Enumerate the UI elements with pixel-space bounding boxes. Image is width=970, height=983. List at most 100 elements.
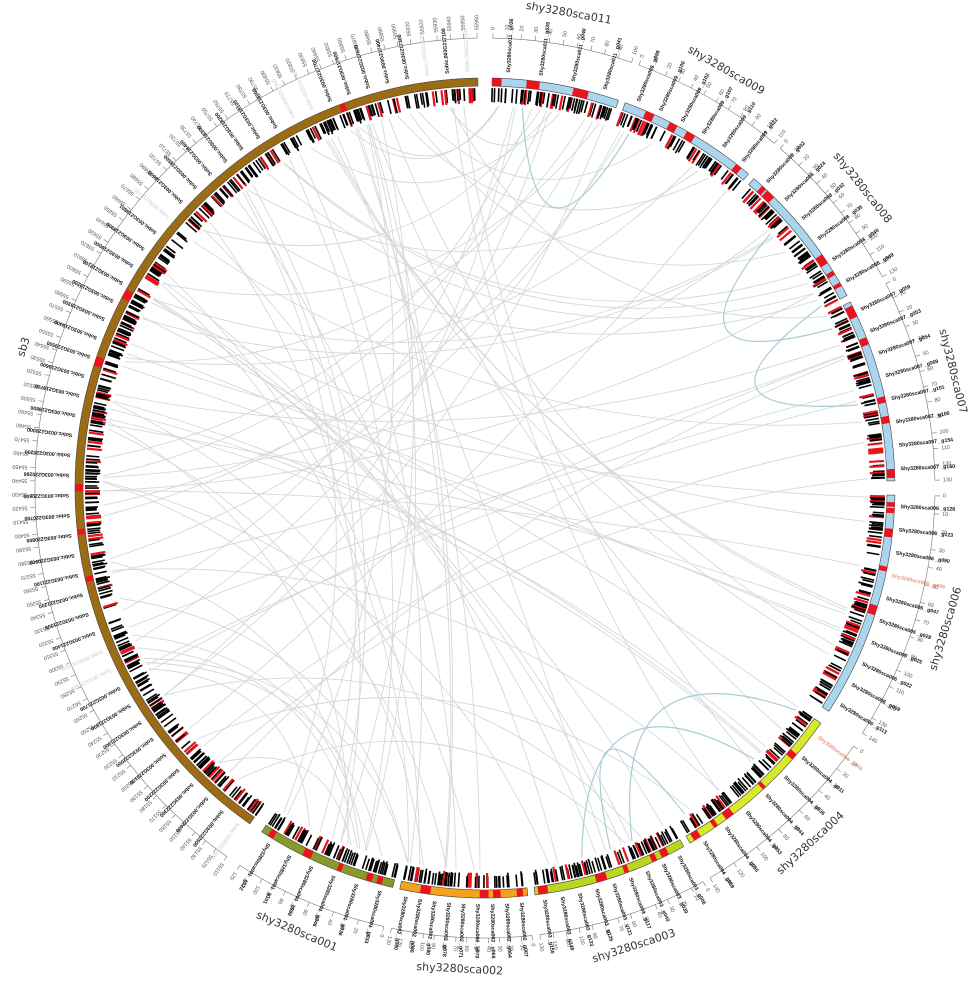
gene-mark (144, 275, 159, 286)
scale-tick (562, 39, 565, 45)
gene-mark (868, 447, 884, 452)
ideogram-highlight (757, 780, 766, 790)
scale-tick (745, 854, 749, 860)
scale-tick (548, 37, 551, 43)
gene-mark (115, 333, 130, 342)
scale-tick (679, 893, 682, 899)
tick-label: 55630 (87, 227, 103, 240)
synteny-link (142, 237, 775, 355)
gene-mark (751, 767, 762, 778)
gene-mark (125, 311, 140, 321)
tick-label: 10 (364, 930, 371, 937)
gene-mark (453, 89, 457, 103)
gene-mark (546, 93, 550, 108)
synteny-link (148, 668, 311, 828)
gene-mark (643, 839, 651, 853)
scale-tick (818, 789, 823, 794)
scale-tick (930, 549, 936, 551)
tick-label: 10 (653, 56, 661, 64)
ideogram-highlight (858, 337, 869, 348)
chromosome-label-shy3280sca006: shy3280sca006 (927, 585, 965, 672)
gene-mark (758, 205, 770, 218)
gene-mark (535, 91, 539, 106)
tick-label: 55940 (446, 16, 453, 31)
gene-mark (500, 88, 503, 103)
tick-label: 100 (251, 884, 261, 895)
gene-mark (858, 581, 874, 587)
gene-mark (356, 108, 363, 121)
gene-mark (551, 93, 555, 106)
gene-mark (358, 107, 364, 120)
gene-mark (249, 800, 260, 813)
gene-mark (147, 696, 159, 705)
scale-tick (162, 805, 167, 810)
gene-mark (597, 857, 603, 871)
gene-mark (201, 759, 215, 773)
gene-mark (88, 536, 104, 541)
synteny-link (229, 358, 845, 773)
gene-mark (421, 92, 426, 108)
gene-mark (86, 447, 102, 452)
intra-link (723, 233, 833, 343)
gene-mark (97, 387, 110, 392)
gene-mark (860, 576, 875, 582)
tick-label: 120 (886, 704, 897, 714)
scale-tick (798, 161, 803, 166)
scale-tick (423, 37, 425, 43)
gene-label: Shy3280sca008 _g024 (784, 161, 828, 203)
ideogram-highlight (658, 847, 669, 858)
tick-label: 55560 (43, 313, 59, 324)
gene-mark (637, 842, 645, 856)
synteny-link (107, 428, 424, 866)
gene-mark (440, 90, 445, 106)
gene-mark (669, 136, 677, 148)
tick-label: 60 (718, 89, 726, 97)
chromosome-label-shy3280sca011: shy3280sca011 (525, 0, 613, 27)
gene-mark (669, 825, 678, 840)
gene-mark (218, 777, 228, 788)
tick-label: 0 (529, 943, 535, 947)
gene-mark (862, 570, 876, 576)
gene-mark (783, 235, 797, 247)
gene-mark (866, 537, 882, 542)
scale-tick (539, 934, 541, 940)
gene-mark (659, 130, 666, 142)
tick-label: 55890 (377, 26, 386, 42)
gene-mark (660, 831, 669, 845)
gene-mark (183, 741, 197, 753)
gene-mark (542, 92, 546, 104)
gene-mark (115, 636, 129, 644)
gene-mark (297, 830, 305, 842)
scale-tick (65, 662, 71, 665)
synteny-link (119, 598, 408, 863)
tick-label: 70 (590, 36, 597, 43)
tick-label: 30 (912, 319, 920, 327)
ideogram-highlight (683, 131, 695, 143)
gene-mark (827, 305, 842, 315)
scale-tick (882, 274, 887, 278)
chromosome-label-sb3: sb3 (14, 336, 32, 359)
tick-label: 130 (888, 266, 899, 276)
gene-mark (105, 360, 119, 367)
scale-tick (77, 286, 82, 289)
gene-mark (97, 389, 109, 394)
gene-mark (839, 324, 851, 331)
tick-label: 30 (938, 548, 945, 555)
scale-tick (127, 206, 132, 211)
scale-axis (862, 495, 936, 734)
gene-mark (269, 149, 280, 164)
scale-tick (631, 57, 634, 63)
tick-label: 110 (239, 877, 249, 887)
gene-mark (710, 163, 721, 178)
scale-tick (862, 732, 867, 737)
ideogram-highlight (365, 872, 374, 882)
gene-mark (193, 212, 204, 223)
synteny-link (102, 481, 550, 865)
tick-label: 40 (935, 566, 942, 573)
gene-mark (176, 232, 188, 243)
scale-tick (224, 114, 228, 120)
gene-mark (283, 141, 291, 154)
gene-mark (871, 503, 885, 506)
tick-label: 20 (906, 304, 914, 312)
scale-tick (905, 324, 910, 328)
